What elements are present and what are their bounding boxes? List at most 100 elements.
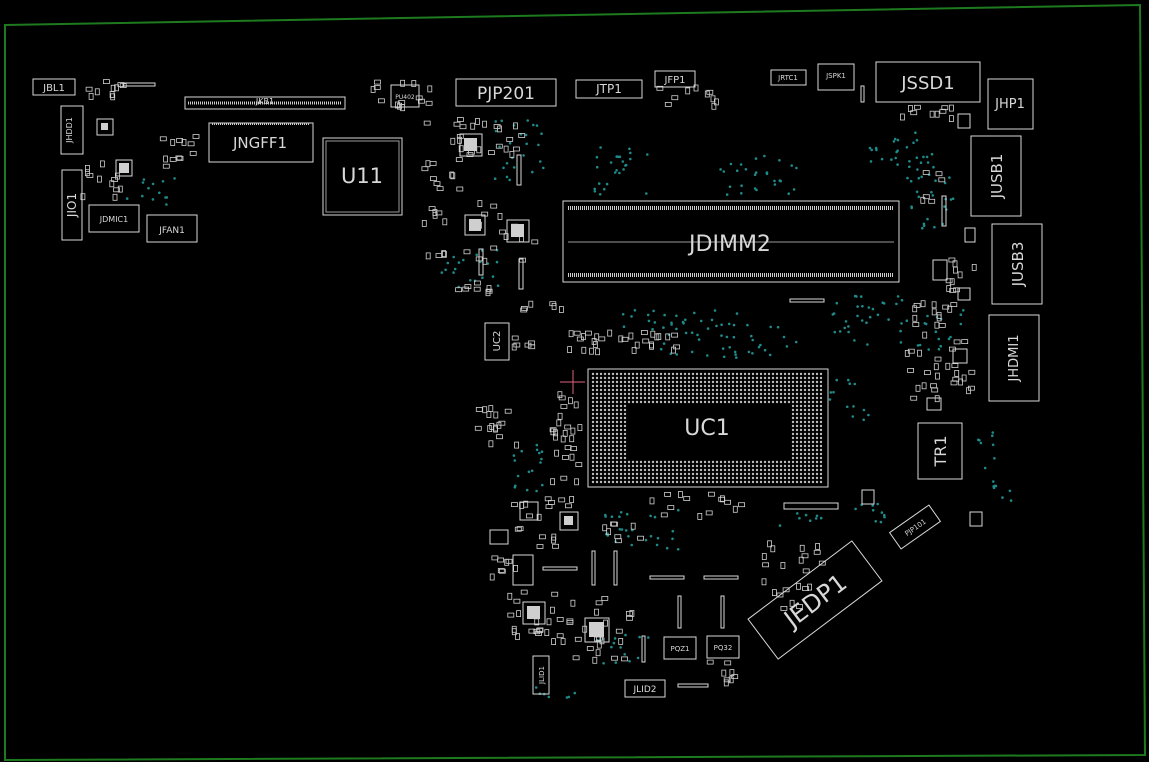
bga-ball <box>627 472 631 476</box>
bga-ball <box>735 460 739 464</box>
passive-component <box>507 592 513 600</box>
bga-ball <box>803 424 807 428</box>
component-jbl1[interactable]: JBL1 <box>32 78 76 96</box>
bga-ball <box>615 384 619 388</box>
via <box>926 161 930 164</box>
bga-ball <box>791 436 795 440</box>
component-jrtc1[interactable]: JRTC1 <box>770 69 807 86</box>
bga-ball <box>615 476 619 480</box>
component-jhdd1[interactable]: JHDD1 <box>60 105 84 155</box>
bga-ball <box>811 420 815 424</box>
component-jngff1[interactable]: JNGFF1 <box>208 122 314 163</box>
bga-ball <box>703 472 707 476</box>
bga-ball <box>799 480 803 484</box>
component-pu402[interactable]: PU402 <box>390 84 420 108</box>
component-jkb1[interactable]: JKB1 <box>184 96 346 110</box>
bga-ball <box>603 476 607 480</box>
bga-ball <box>819 400 823 404</box>
bga-ball <box>795 380 799 384</box>
bga-ball <box>623 428 627 432</box>
passive-component <box>556 419 562 427</box>
component-jusb1[interactable]: JUSB1 <box>970 135 1022 217</box>
bga-ball <box>803 380 807 384</box>
bga-ball <box>811 396 815 400</box>
component-jio1[interactable]: JIO1 <box>61 169 83 241</box>
bga-ball <box>639 472 643 476</box>
ic-cluster-mid <box>459 133 610 643</box>
component-jhp1[interactable]: JHP1 <box>987 78 1034 130</box>
bga-ball <box>715 388 719 392</box>
component-pq32[interactable]: PQ32 <box>706 635 740 659</box>
passive-component <box>649 341 654 349</box>
bga-ball <box>731 392 735 396</box>
via <box>804 513 808 517</box>
component-jssd1[interactable]: JSSD1 <box>875 61 981 103</box>
via <box>808 519 812 522</box>
component-uc2[interactable]: UC2 <box>484 322 510 361</box>
bga-ball <box>595 392 599 396</box>
passive-component <box>574 478 579 486</box>
passive-component <box>511 343 517 351</box>
via <box>930 190 933 194</box>
bga-ball <box>711 380 715 384</box>
component-pjp101[interactable]: PJP101 <box>888 504 942 550</box>
bga-ball <box>811 408 815 412</box>
via <box>1009 499 1013 502</box>
passive-component <box>455 287 463 293</box>
bga-ball <box>739 376 743 380</box>
via <box>535 443 539 447</box>
svg-text:JUSB1: JUSB1 <box>988 154 1006 200</box>
component-jedp1[interactable]: JEDP1 <box>747 540 883 660</box>
component-uc1[interactable]: UC1 <box>587 368 829 488</box>
passive-component <box>802 586 809 591</box>
bga-ball <box>791 376 795 380</box>
component-jfp1[interactable]: JFP1 <box>654 70 696 88</box>
passive-component <box>595 649 601 657</box>
passive-component <box>910 110 918 116</box>
passive-component <box>400 104 406 112</box>
component-jfan1[interactable]: JFAN1 <box>146 214 198 243</box>
bga-ball <box>723 380 727 384</box>
bga-ball <box>799 412 803 416</box>
bga-ball <box>591 436 595 440</box>
component-u11[interactable]: U11 <box>322 137 403 216</box>
bga-ball <box>783 464 787 468</box>
via <box>512 454 516 457</box>
bga-ball <box>611 380 615 384</box>
component-jlid2[interactable]: JLID2 <box>624 679 666 698</box>
bga-ball <box>687 468 691 472</box>
bga-ball <box>771 380 775 384</box>
bga-ball <box>647 392 651 396</box>
via <box>659 347 663 351</box>
component-tr1[interactable]: TR1 <box>917 422 963 480</box>
bga-ball <box>731 388 735 392</box>
passive-component <box>560 435 566 443</box>
bga-ball <box>803 476 807 480</box>
bga-ball <box>787 376 791 380</box>
bga-ball <box>635 472 639 476</box>
bga-ball <box>819 464 823 468</box>
passive-component <box>556 633 564 639</box>
bga-ball <box>727 380 731 384</box>
component-jhdmi1[interactable]: JHDMI1 <box>988 314 1040 402</box>
bga-ball <box>595 476 599 480</box>
bga-ball <box>659 480 663 484</box>
component-jusb3[interactable]: JUSB3 <box>991 223 1043 305</box>
component-jlid1[interactable]: JLID1 <box>532 655 550 695</box>
component-jspk1[interactable]: JSPK1 <box>817 63 855 91</box>
component-jdimm2[interactable]: JDIMM2 <box>562 200 900 283</box>
bga-ball <box>687 464 691 468</box>
bga-ball <box>667 384 671 388</box>
component-pjp201[interactable]: PJP201 <box>455 78 557 107</box>
component-jdmic1[interactable]: JDMIC1 <box>88 204 140 233</box>
passive-component <box>900 113 905 121</box>
component-pqz1[interactable]: PQZ1 <box>663 636 697 660</box>
passive-component <box>497 212 503 220</box>
passive-component <box>570 446 577 452</box>
bga-ball <box>783 372 787 376</box>
bga-ball <box>811 476 815 480</box>
component-jtp1[interactable]: JTP1 <box>575 79 643 99</box>
bga-ball <box>591 476 595 480</box>
passive-component <box>912 314 918 322</box>
bga-ball <box>603 396 607 400</box>
